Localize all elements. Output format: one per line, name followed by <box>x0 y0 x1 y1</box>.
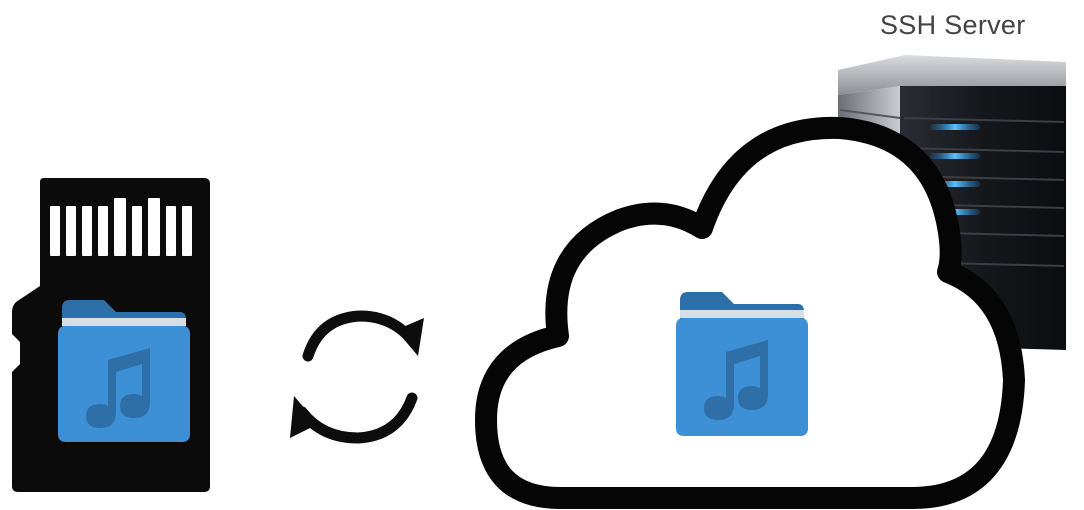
music-folder-icon <box>0 0 1084 510</box>
